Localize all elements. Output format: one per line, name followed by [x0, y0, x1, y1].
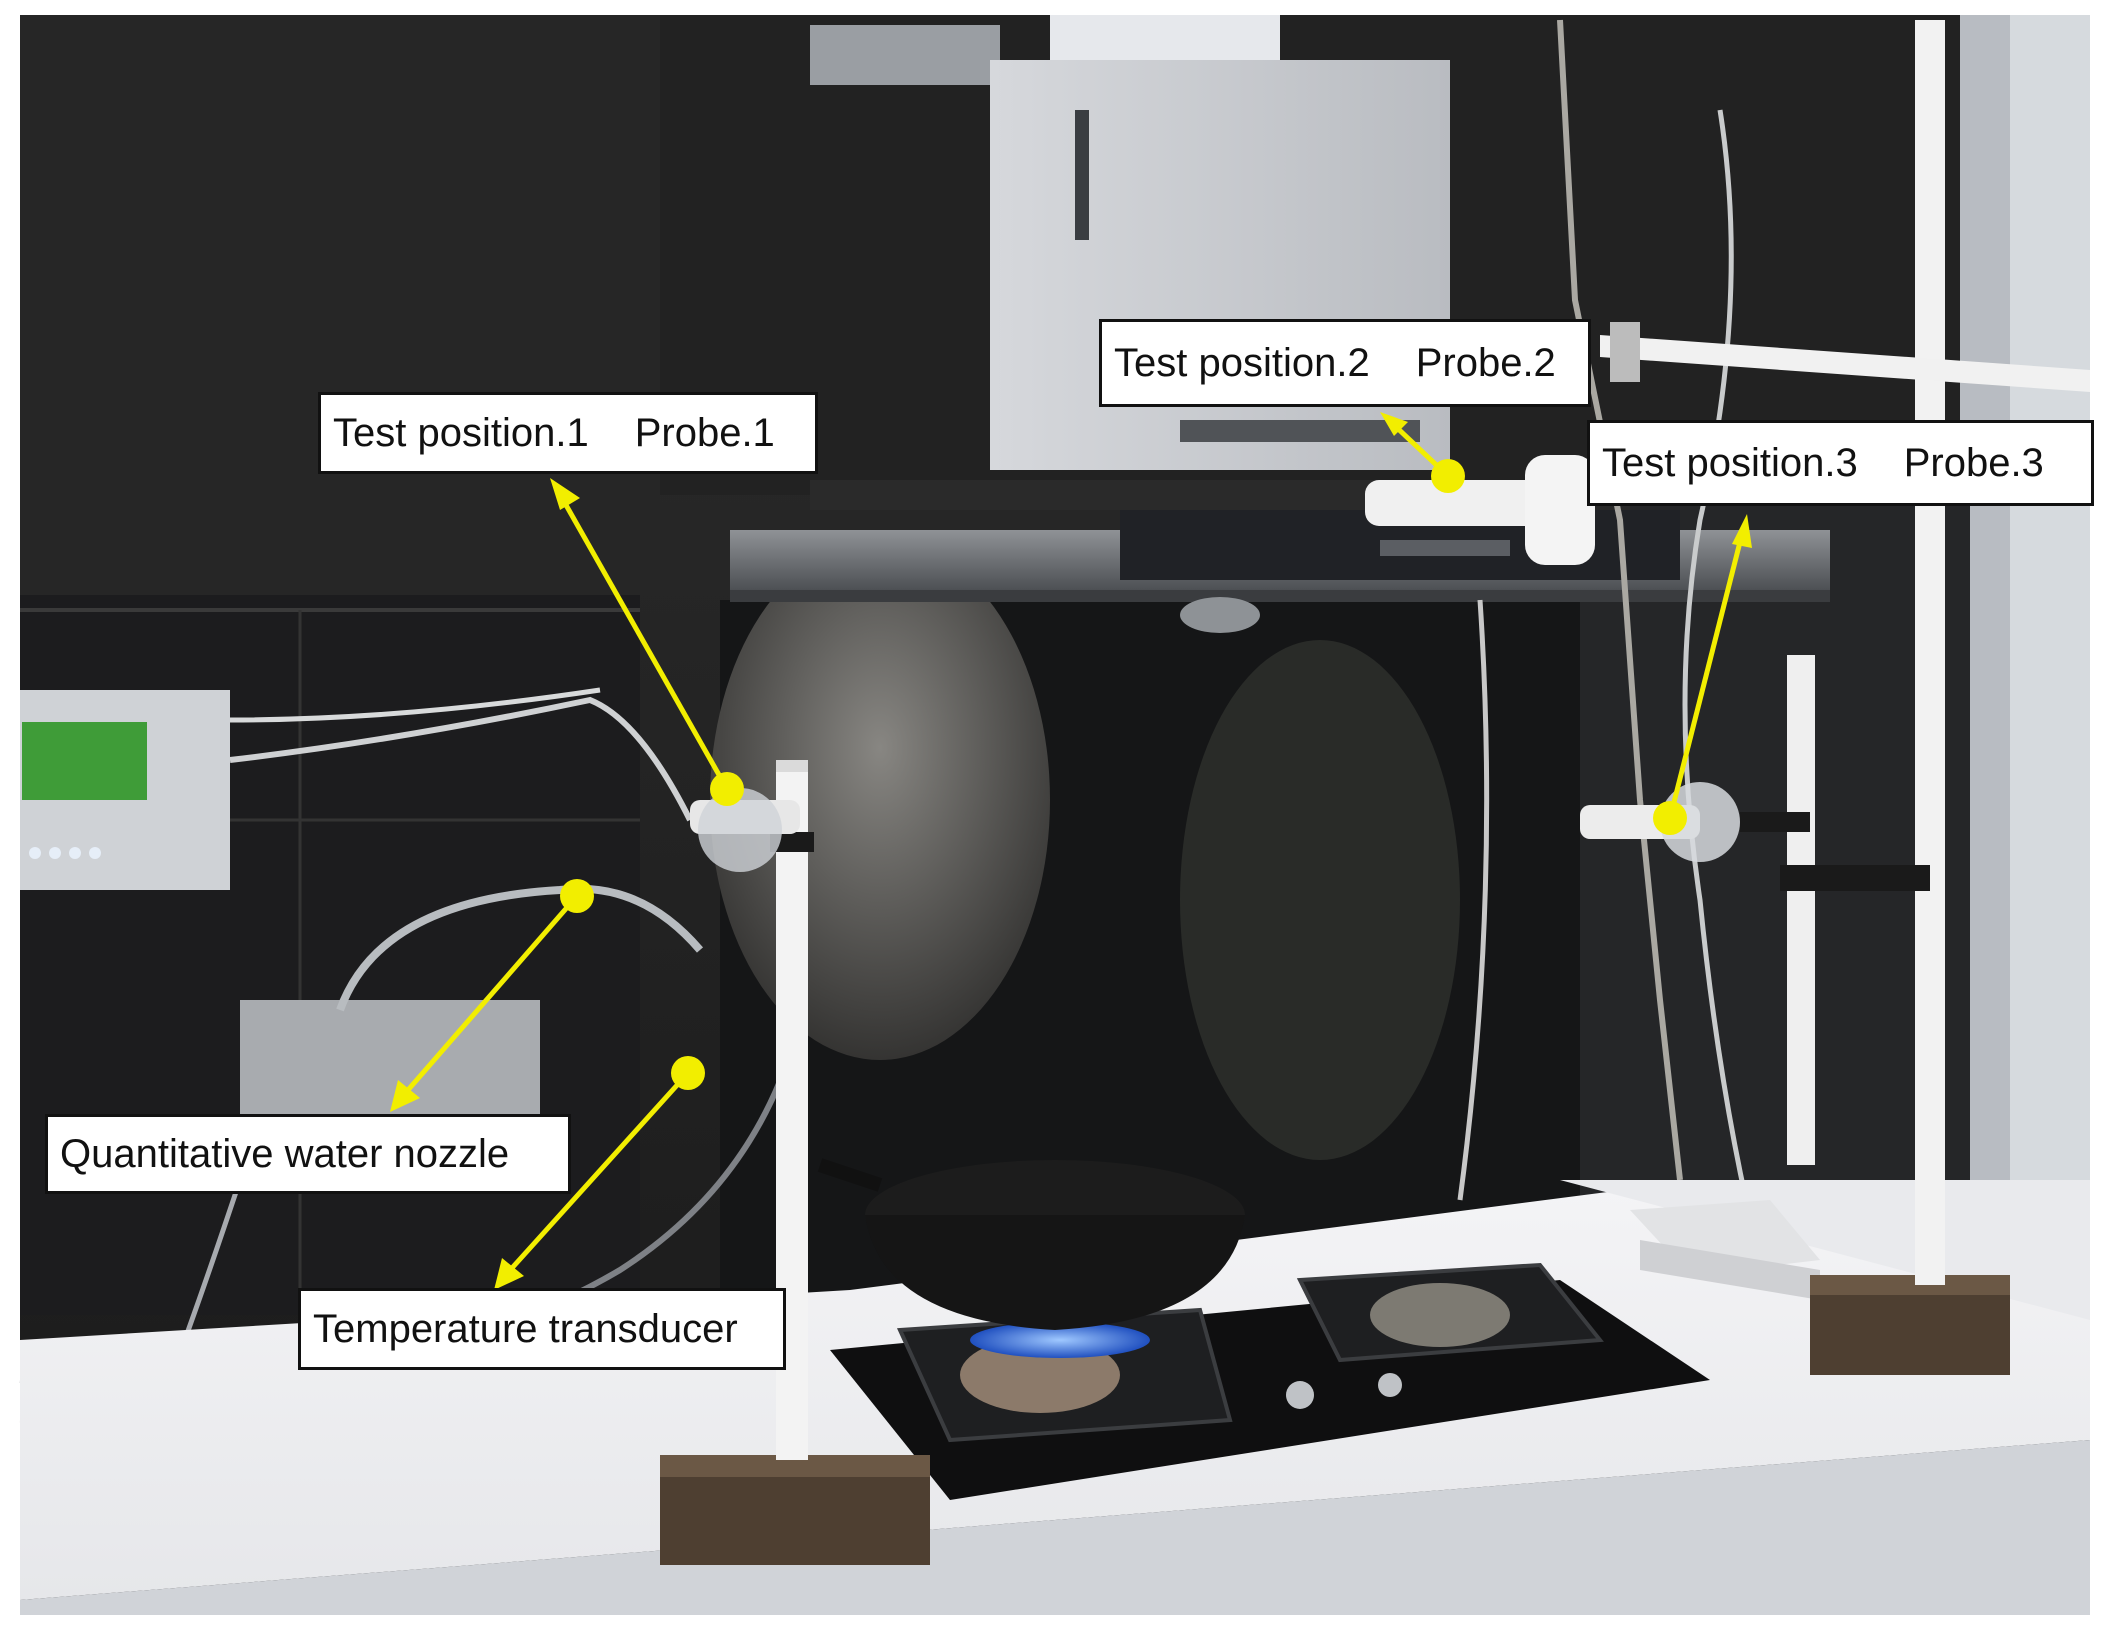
label-test-position-1-probe: Probe.1: [634, 411, 775, 455]
wok: [817, 1158, 1245, 1330]
probe-rod-top: [1365, 322, 2090, 565]
annotation-dots: [560, 459, 1687, 1090]
display-panel: [20, 690, 540, 1120]
label-temperature-transducer: Temperature transducer: [298, 1288, 786, 1370]
transducer-marker: [671, 1056, 705, 1090]
annotation-arrows: [390, 412, 1752, 1290]
label-test-position-3-probe: Probe.3: [1903, 441, 2044, 485]
cooktop: [830, 1262, 1710, 1500]
label-test-position-2: Test position.2 Probe.2: [1099, 319, 1591, 407]
probe2-marker: [1431, 459, 1465, 493]
probe-stand-right: [1580, 20, 2010, 1375]
label-test-position-3-position: Test position.3: [1602, 441, 1858, 485]
label-test-position-2-position: Test position.2: [1114, 341, 1370, 385]
probe-stand-left: [660, 760, 930, 1565]
cables-right: [1457, 19, 1763, 1261]
label-test-position-1-position: Test position.1: [333, 411, 589, 455]
nozzle-marker: [560, 879, 594, 913]
probe3-marker: [1653, 801, 1687, 835]
probe1-marker: [710, 772, 744, 806]
label-test-position-1: Test position.1 Probe.1: [318, 392, 818, 474]
label-test-position-3: Test position.3 Probe.3: [1587, 420, 2094, 506]
label-test-position-2-probe: Probe.2: [1415, 341, 1556, 385]
power-strip: [1630, 1200, 1820, 1300]
label-quantitative-water-nozzle: Quantitative water nozzle: [45, 1114, 571, 1194]
